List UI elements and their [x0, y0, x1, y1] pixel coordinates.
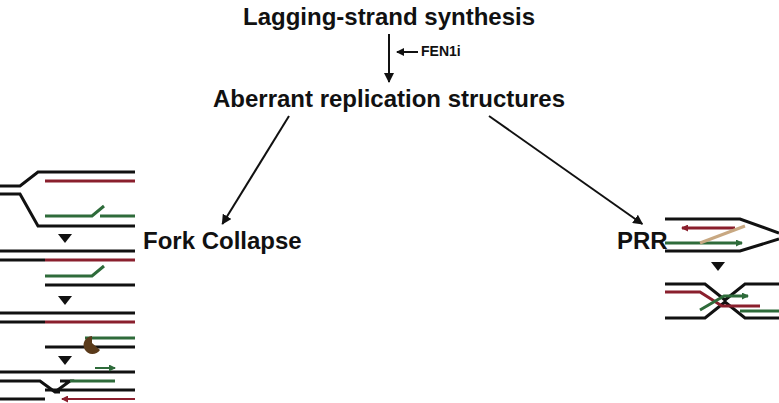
node-text: Aberrant replication structures	[213, 85, 565, 113]
flow-arrow	[222, 116, 289, 224]
flow-arrow	[388, 34, 390, 82]
step-text: Lagging-strand synthesis	[240, 2, 538, 32]
node-text: Fork Collapse	[143, 227, 302, 255]
node-text: PRR	[617, 227, 668, 255]
outcome-text: PRR	[614, 226, 671, 256]
flow-arrow	[489, 116, 642, 224]
node-text: Lagging-strand synthesis	[243, 3, 535, 31]
inhibitor-label: FEN1i	[421, 43, 461, 59]
outcome-text: Fork Collapse	[140, 226, 305, 256]
step-text: Aberrant replication structures	[210, 84, 568, 114]
